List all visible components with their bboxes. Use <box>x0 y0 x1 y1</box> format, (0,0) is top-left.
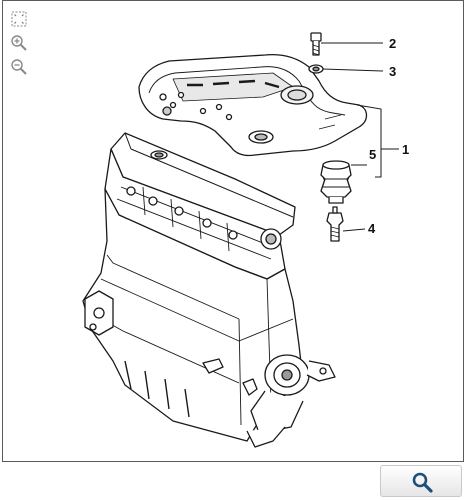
rubber-mount <box>320 160 352 204</box>
engine-cover <box>138 53 368 157</box>
zoom-in-icon[interactable] <box>9 33 29 53</box>
magnifier-icon <box>412 472 433 493</box>
engine-block <box>82 132 336 448</box>
search-button[interactable] <box>380 465 462 497</box>
exploded-parts-diagram: 2 3 1 5 4 <box>82 32 409 448</box>
diagram-viewer: 2 3 1 5 4 <box>2 0 464 462</box>
callout-4: 4 <box>368 221 376 236</box>
callout-1: 1 <box>402 142 409 157</box>
zoom-out-icon[interactable] <box>9 57 29 77</box>
washer <box>308 64 324 74</box>
mounting-stud <box>326 206 344 242</box>
fit-to-page-icon[interactable] <box>9 9 29 29</box>
callout-labels: 2 3 1 5 4 <box>368 36 409 236</box>
callout-3: 3 <box>389 64 396 79</box>
callout-2: 2 <box>389 36 396 51</box>
cover-bolt <box>310 32 322 56</box>
viewer-toolbar <box>9 9 29 81</box>
callout-5: 5 <box>369 147 376 162</box>
